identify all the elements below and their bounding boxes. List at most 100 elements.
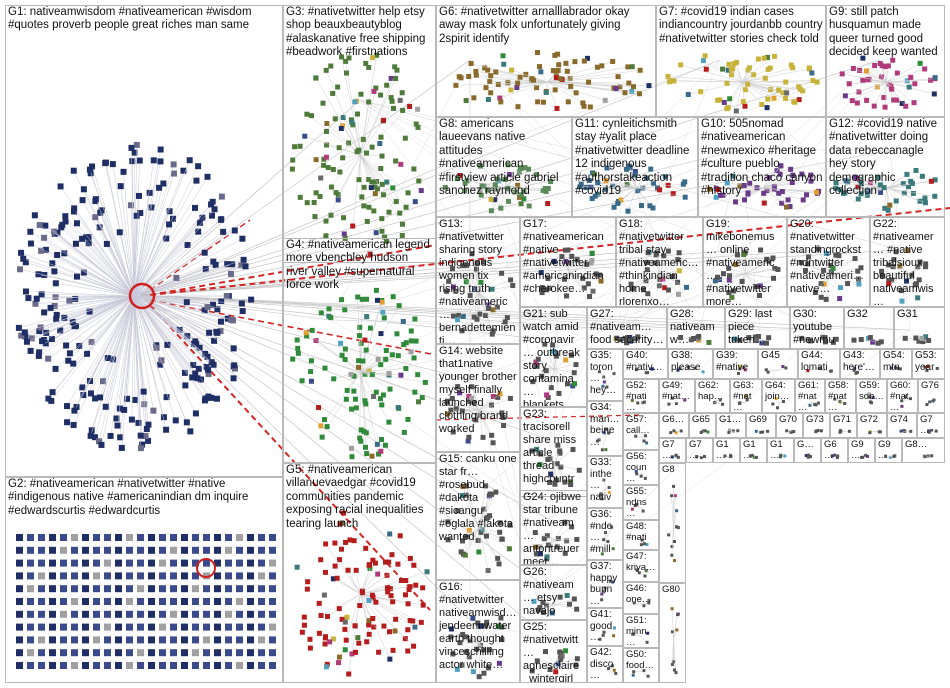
group-box-g79[interactable]: G8 [659,463,686,583]
group-box-g1[interactable]: G1: nativeamwisdom #nativeamerican #wisd… [5,5,283,477]
group-box-g23[interactable]: G23: tracisorell share miss article thre… [520,407,587,497]
group-box-g71[interactable]: G71 [830,413,857,438]
group-box-g72[interactable]: G72 [857,413,887,438]
edge [133,273,232,297]
group-box-g83[interactable]: G9… [875,438,902,463]
group-box-g29[interactable]: G29: last piece tuken… [725,307,790,349]
group-box-g47[interactable]: G47: kriya… [623,550,659,582]
node [471,314,477,320]
group-box-g17[interactable]: G17: #nativeamerican #native #nativetwit… [520,217,616,307]
group-box-g66[interactable]: G6… [659,413,689,438]
group-box-g34[interactable]: G34: man… beine… [587,401,623,456]
edge [133,187,160,297]
group-box-g26[interactable]: G26: #nativeam… etsy navajo turquoise… [520,565,587,620]
group-box-g40[interactable]: G40: #nativ… [623,349,668,379]
group-box-g61[interactable]: G61: #nat… [795,379,825,413]
group-box-g49[interactable]: G49: #nat… [659,379,695,413]
group-box-g68[interactable]: G1… [716,413,746,438]
group-box-g86[interactable]: G1… [740,438,767,463]
node [113,415,120,422]
group-box-g24[interactable]: G24: ojibwe star tribune #nativeam… anto… [520,490,587,565]
group-box-g75[interactable]: G7… [917,413,945,438]
group-box-g32[interactable]: G32 [844,307,894,349]
group-box-g41[interactable]: G41: good… [587,608,623,646]
group-box-g54[interactable]: G54: mtn… [880,349,912,379]
group-box-g12[interactable]: G12: #covid19 native #nativetwitter doin… [826,117,945,217]
group-box-g19[interactable]: G19: mikebonemus… online #nativeameric… … [703,217,787,307]
group-box-g31[interactable]: G31 [894,307,945,349]
group-box-g28[interactable]: G28: nativeamw… #nativeam… [667,307,725,349]
group-box-g35[interactable]: G35: toron… hey… [587,349,623,401]
group-box-g33[interactable]: G33: inthe… nativ… [587,456,623,508]
edge [478,527,503,540]
group-box-g63[interactable]: G63: #nat… [730,379,762,413]
group-box-g22[interactable]: G22: #nativeamer… #native tribalsioux be… [870,217,945,307]
group-box-g6[interactable]: G6: #nativetwitter arnalllabrador okay a… [436,5,656,117]
group-box-g5[interactable]: G5: #nativeamerican villanuevaedgar #cov… [283,463,436,683]
group-box-g42[interactable]: G42: disco… [587,646,623,683]
group-box-g51[interactable]: G51: minn… [623,614,659,648]
group-box-g60[interactable]: G60: #nat… [887,379,918,413]
group-box-g64[interactable]: G64: join… [762,379,795,413]
group-box-g55[interactable]: G55: ndns… [623,485,659,520]
node [852,368,856,372]
node [93,662,100,669]
group-box-g73[interactable]: G73 [803,413,830,438]
group-box-g15[interactable]: G15: canku one star fr… #rosebud #dakota… [436,452,520,580]
group-box-g53[interactable]: G53: year… [912,349,945,379]
group-box-g11[interactable]: G11: cynleitichsmith stay #yalit place #… [572,117,698,217]
group-box-g57[interactable]: G57: call… [623,413,659,450]
group-box-g10[interactable]: G10: 505nomad #nativeamerican #newmexico… [698,117,826,217]
group-box-g16[interactable]: G16: #nativetwitter nativeamwisd… jendee… [436,580,520,683]
node [486,647,492,653]
group-box-g39[interactable]: G39: #native… [713,349,758,379]
group-box-g20[interactable]: G20: #nativetwitter standingrockst #ndnt… [787,217,870,307]
group-box-g52[interactable]: G52: #nati… [623,379,659,413]
group-box-g8[interactable]: G8: americans laueevans native attitudes… [436,117,572,217]
group-box-g30[interactable]: G30: youtube #newmu… [790,307,844,349]
group-box-g81[interactable]: G8… [902,438,945,463]
group-box-g44[interactable]: G44: lomati… [798,349,840,379]
group-box-g50[interactable]: G50: food… [623,648,659,683]
edge [360,593,374,628]
group-box-g38[interactable]: G38: please… [668,349,713,379]
group-box-g48[interactable]: G48: #nati… [623,520,659,550]
group-box-g56[interactable]: G56: coun… [623,450,659,485]
group-box-g13[interactable]: G13: #nativetwitter sharing story indige… [436,217,520,344]
group-box-g74[interactable]: G74 [887,413,917,438]
group-box-g84[interactable]: G… [794,438,821,463]
group-box-g9[interactable]: G9: still patch husquamun made queer tur… [826,5,945,117]
group-box-g36[interactable]: G36: #nde… #mill… [587,508,623,560]
group-box-g2[interactable]: G2: #nativeamerican #nativetwitter #nati… [5,477,283,683]
node [247,546,254,554]
group-box-g45[interactable]: G45 [758,349,798,379]
group-box-g82[interactable]: G9… [848,438,875,463]
group-box-g85[interactable]: G6… [821,438,848,463]
group-box-g46[interactable]: G46: one… [623,582,659,614]
group-box-g21[interactable]: G21: sub watch amid #coronavir… outbreak… [520,307,587,407]
group-box-g67[interactable]: G7… [659,438,686,463]
node [48,397,55,404]
group-box-g3[interactable]: G3: #nativetwitter help etsy shop beauxb… [283,5,436,263]
group-box-g37[interactable]: G37: happy bunn… [587,560,623,608]
group-box-g80[interactable]: G80 [659,583,686,683]
group-box-g27[interactable]: G27: #nativeam… food security… [587,307,667,349]
group-box-g58[interactable]: G58: #nat… [825,379,856,413]
group-box-g76[interactable]: G76 [918,379,945,413]
group-box-g78[interactable]: G1… [713,438,740,463]
group-box-g18[interactable]: G18: #nativetwitter tribal stay #nativea… [616,217,703,307]
group-box-g70[interactable]: G70 [776,413,803,438]
group-box-g25[interactable]: G25: #nativetwitt… agnesclaire _wintergi… [520,620,587,683]
group-box-g14[interactable]: G14: website that1native younger brother… [436,344,520,452]
node [323,67,329,73]
group-box-g87[interactable]: G1… [767,438,794,463]
group-box-g59[interactable]: G59: sdb… [856,379,887,413]
group-box-g43[interactable]: G43: here'… [840,349,880,379]
group-box-g7[interactable]: G7: #covid19 indian cases indiancountry … [656,5,826,117]
group-box-g62[interactable]: G62: hap… [695,379,730,413]
group-box-g77[interactable]: G7… [686,438,713,463]
group-box-g65[interactable]: G65 [689,413,716,438]
group-box-g4[interactable]: G4: #nativeamerican legend more vbenchle… [283,238,436,463]
group-box-g69[interactable]: G69 [746,413,776,438]
